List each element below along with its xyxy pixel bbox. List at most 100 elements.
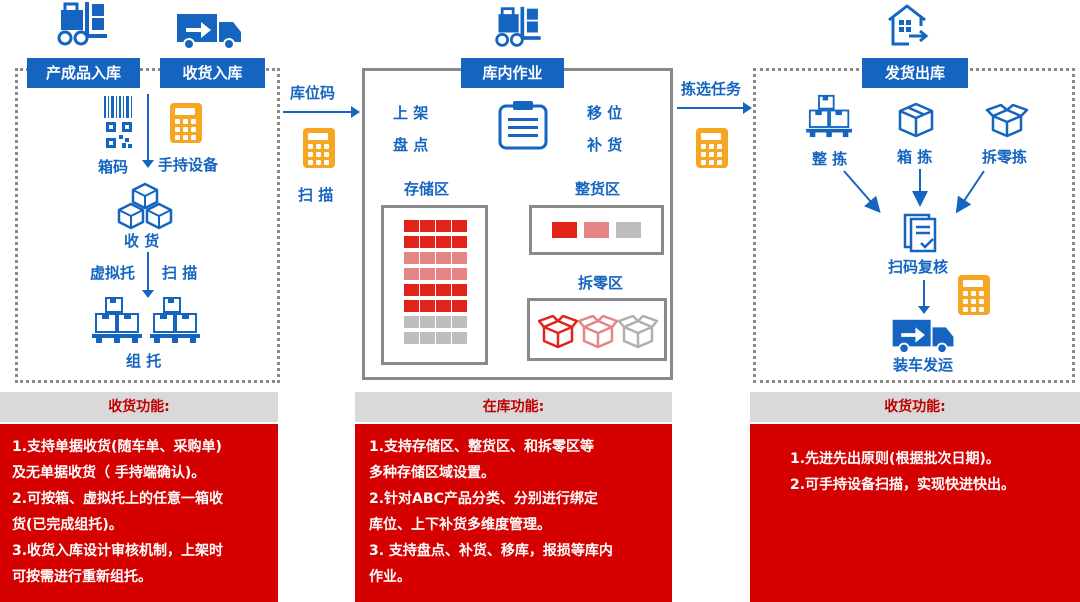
panel-line: 及无单据收货（ 手持端确认)。: [12, 465, 206, 481]
split-zone-rack: [527, 298, 667, 361]
label-box-pick: 箱 拣: [897, 148, 933, 166]
storage-cell: [452, 252, 467, 264]
panel-title: 收货功能:: [0, 392, 278, 422]
barcode-icon: [104, 96, 132, 118]
panel-body: 1.先进先出原则(根据批次日期)。 2.可手持设备扫描，实现快进快出。: [750, 424, 1080, 602]
label-whole-zone: 整货区: [575, 180, 621, 198]
handheld-device-icon: [696, 128, 728, 168]
storage-cell: [436, 332, 451, 344]
storage-cell: [420, 316, 435, 328]
truck-icon: [892, 319, 954, 354]
storage-cell: [404, 268, 419, 280]
label-handheld-device: 手持设备: [158, 156, 219, 174]
open-box-icon: [985, 104, 1029, 138]
boxes-icon: [117, 182, 173, 230]
storage-cell: [420, 268, 435, 280]
handheld-device-icon: [170, 103, 202, 143]
storage-cell: [404, 284, 419, 296]
header-shipping-outbound: 发货出库: [862, 58, 968, 88]
panel-line: 3.收货入库设计审核机制，上架时: [12, 543, 224, 559]
label-virtual-pallet: 虚拟托: [90, 264, 136, 282]
storage-cell: [404, 300, 419, 312]
label-box-code: 箱码: [98, 158, 129, 176]
whole-goods-rack: [529, 205, 664, 255]
qr-code-icon: [106, 122, 132, 148]
label-whole-pick: 整 拣: [812, 150, 848, 168]
panel-line: 2.可手持设备扫描，实现快进快出。: [790, 477, 1016, 493]
truck-icon: [177, 14, 241, 50]
storage-cell: [404, 316, 419, 328]
label-scan-left: 扫 描: [162, 264, 198, 282]
handheld-device-icon: [303, 128, 335, 168]
storage-cell: [452, 284, 467, 296]
header-warehouse-operations: 库内作业: [461, 58, 564, 88]
storage-cell: [420, 236, 435, 248]
storage-cell: [436, 284, 451, 296]
storage-cell: [452, 300, 467, 312]
converging-arrows: [843, 169, 985, 214]
label-split-pick: 拆零拣: [982, 148, 1028, 166]
open-box-icons: [538, 315, 659, 349]
pallet-icon: [92, 297, 142, 343]
label-location-code: 库位码: [290, 84, 336, 102]
panel-line: 库位、上下补货多维度管理。: [369, 517, 551, 533]
storage-cell: [404, 220, 419, 232]
clipboard-icon: [498, 101, 548, 150]
storage-cell: [404, 252, 419, 264]
panel-title: 收货功能:: [750, 392, 1080, 422]
panel-line: 1.支持单据收货(随车单、采购单): [12, 439, 222, 455]
header-produce-inbound: 产成品入库: [27, 58, 140, 88]
flow-arrow: [283, 106, 360, 118]
storage-cell: [436, 236, 451, 248]
flow-arrow: [677, 102, 752, 114]
label-receive: 收 货: [124, 232, 160, 250]
pallet-slot: [616, 222, 641, 238]
panel-line: 3. 支持盘点、补货、移库，报损等库内: [369, 543, 613, 559]
label-replenish: 补 货: [587, 136, 623, 154]
panel-in-stock: 在库功能: 1.支持存储区、整货区、和拆零区等 多种存储区域设置。 2.针对AB…: [355, 392, 672, 602]
panel-line: 作业。: [369, 569, 411, 585]
panel-body: 1.支持单据收货(随车单、采购单) 及无单据收货（ 手持端确认)。 2.可按箱、…: [0, 424, 278, 602]
storage-cell: [420, 220, 435, 232]
document-check-icon: [903, 213, 937, 253]
whole-pallet-icon: [806, 94, 852, 138]
label-load-ship: 装车发运: [893, 356, 954, 374]
label-move: 移 位: [587, 104, 623, 122]
storage-cell: [436, 252, 451, 264]
label-scan-arrow1: 扫 描: [298, 186, 334, 204]
storage-cell: [404, 332, 419, 344]
panel-line: 1.先进先出原则(根据批次日期)。: [790, 451, 1000, 467]
label-shelve: 上 架: [393, 104, 429, 122]
panel-line: 货(已完成组托)。: [12, 517, 123, 533]
storage-cell: [404, 236, 419, 248]
storage-cell: [420, 252, 435, 264]
panel-line: 可按需进行重新组托。: [12, 569, 152, 585]
warehouse-export-icon: [888, 4, 929, 46]
label-split-zone: 拆零区: [578, 274, 624, 292]
handheld-device-icon: [958, 275, 990, 315]
storage-cell: [452, 268, 467, 280]
forklift-icon: [495, 6, 541, 47]
label-storage-zone: 存储区: [404, 180, 450, 198]
storage-cell: [436, 316, 451, 328]
label-pallet: 组 托: [126, 352, 162, 370]
storage-cell: [436, 300, 451, 312]
storage-zone-rack: [381, 205, 488, 365]
panel-line: 2.可按箱、虚拟托上的任意一箱收: [12, 491, 224, 507]
panel-line: 2.针对ABC产品分类、分别进行绑定: [369, 491, 598, 507]
panel-body: 1.支持存储区、整货区、和拆零区等 多种存储区域设置。 2.针对ABC产品分类、…: [355, 424, 672, 602]
flow-arrow: [142, 252, 154, 298]
storage-cell: [420, 300, 435, 312]
storage-cell: [452, 236, 467, 248]
flow-arrow: [918, 280, 930, 314]
pallet-slot: [584, 222, 609, 238]
flow-arrow: [142, 94, 154, 168]
storage-cell: [420, 332, 435, 344]
panel-title: 在库功能:: [355, 392, 672, 422]
storage-cell: [420, 284, 435, 296]
receiving-section-frame: [15, 68, 280, 383]
storage-cell: [436, 220, 451, 232]
storage-cell: [452, 220, 467, 232]
label-inventory: 盘 点: [393, 136, 429, 154]
label-scan-check: 扫码复核: [888, 258, 949, 276]
